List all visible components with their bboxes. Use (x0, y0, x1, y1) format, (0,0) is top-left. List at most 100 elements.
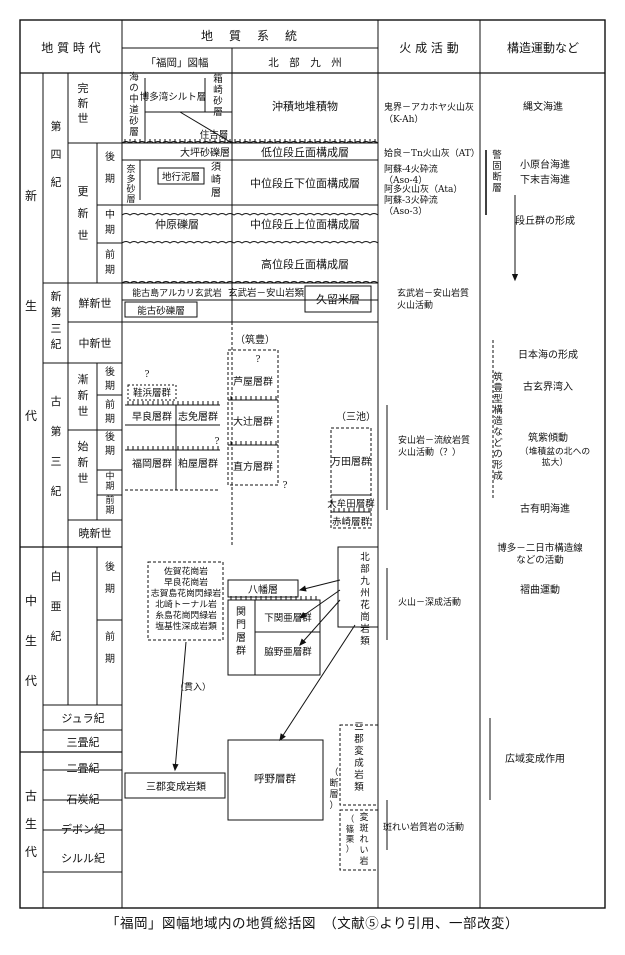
arrow-intrusion-wakino-head (299, 638, 307, 646)
epoch-pliocene: 鮮新世 (79, 296, 112, 310)
arrow-intrusion-yobuno-head (279, 733, 286, 742)
period-quaternary: 第四紀 (51, 119, 62, 189)
epoch-holocene: 完新世 (78, 81, 89, 125)
arrow-intrusion-shimonoseki (299, 589, 341, 619)
question-mark: ? (256, 355, 261, 365)
unit-mid-upper: 中位段丘上位面構成層 (250, 217, 360, 231)
unit-box-kyushu-granite (337, 546, 379, 628)
unit-akasaki: 赤崎層群 (332, 516, 371, 528)
period-jurassic: ジュラ紀 (61, 712, 104, 725)
unit-box-sasebo (127, 384, 177, 401)
era-paleozoic: 古生代 (25, 788, 37, 859)
unit-miike-label: （三池） (336, 410, 376, 423)
header-era: 地 質 時 代 (41, 40, 100, 55)
tectonic-chikushi-sub: （堆積盆の北への拡大） (520, 445, 590, 468)
epoch-early: 前期 (105, 630, 115, 665)
epoch-early: 前期 (105, 398, 115, 425)
unit-nakabaru: 仲原礫層 (155, 217, 199, 231)
header-fukuoka: 「福岡」図幅 (146, 56, 209, 69)
unit-sangun-meta: 三郡変成岩類 (354, 722, 364, 793)
header-igneous: 火 成 活 動 (399, 41, 458, 55)
epoch-late: 後期 (105, 365, 115, 392)
unit-yobuno: 呼野層群 (254, 772, 296, 785)
intrusion-label: （貫入） (175, 682, 211, 693)
tectonic-shimosue: 下末吉海進 (520, 173, 570, 186)
unit-box-sangun (124, 772, 226, 799)
tectonic-jomon: 縄文海進 (523, 100, 563, 113)
unit-sangun-rocks: 三郡変成岩類 (146, 780, 206, 793)
era-cenozoic: 新生代 (25, 188, 37, 423)
igneous-aso3: 阿蘇-3火砕流（Aso-3） (384, 194, 438, 217)
period-triassic: 三畳紀 (67, 736, 100, 749)
unit-shime: 志免層群 (178, 410, 218, 423)
unit-genbu-andesite: 玄武岩－安山岩類 (228, 287, 305, 299)
arrow-intrusion-shimonoseki-head (298, 612, 307, 619)
unit-box-kanmon (227, 599, 321, 676)
igneous-gabbro: 斑れい岩質岩の活動 (383, 821, 464, 833)
unit-kanmon: 関門層群 (236, 606, 246, 657)
unit-nata: 奈多砂層 (126, 163, 135, 205)
period-carboniferous: 石炭紀 (67, 793, 100, 806)
unit-box-yahata (227, 579, 299, 598)
arrow-intrusion-yobuno (279, 624, 356, 741)
tectonic-keigo-fault: 警固断層 (492, 149, 502, 194)
unit-sasaguri: （篠栗） (346, 814, 355, 855)
unit-box-sangun-meta (339, 724, 379, 806)
unit-manda: 万田層群 (331, 455, 371, 468)
epoch-late: 後期 (105, 150, 115, 185)
figure-caption: 「福岡」図幅地域内の地質総括図 （文献⑤より引用、一部改変） (106, 916, 519, 932)
unit-nokonoshima-gravel: 能古砂礫層 (137, 305, 185, 317)
arrow-intrusion-wakino (299, 599, 341, 646)
epoch-late: 後期 (105, 560, 115, 595)
period-permian: 二畳紀 (67, 762, 100, 775)
unit-sawara: 早良層群 (132, 410, 172, 423)
unit-nokonoshima-basalt: 能古島アルカリ玄武岩 (132, 287, 222, 299)
tectonic-obara: 小原台海進 (520, 158, 570, 171)
epoch-early: 前期 (105, 494, 114, 516)
tectonic-chikuho-struct: 筑豊型構造などの形成 (493, 371, 503, 482)
unit-box-serpentinite (339, 809, 379, 871)
unit-fukuoka-group: 福岡層群 (132, 457, 172, 470)
question-mark: ? (283, 481, 288, 491)
unit-serpentinite: 変斑れい岩 (359, 811, 368, 867)
outer-frame (19, 19, 606, 909)
unconformity-mid (121, 213, 379, 216)
tectonic-terrace: 段丘群の形成 (515, 214, 575, 227)
igneous-aira: 姶良－Tn火山灰（AT） (384, 147, 480, 159)
epoch-paleocene: 暁新世 (79, 526, 112, 540)
igneous-basalt: 玄武岩－安山岩質火山活動 (397, 287, 469, 311)
tectonic-hakata-line: 博多－二日市構造線などの活動 (497, 542, 583, 566)
fault-label: （断層） (329, 767, 338, 811)
unit-wakino: 脇野亜層群 (264, 646, 312, 658)
unit-sasebo: 鞋浜層群 (133, 387, 172, 399)
unit-kurume: 久留米層 (316, 293, 360, 306)
period-devonian: デボン紀 (61, 822, 105, 836)
header-kitakyushu: 北 部 九 州 (268, 56, 342, 69)
unit-shimonoseki: 下関亜層群 (264, 612, 312, 624)
unit-ashiya: 芦屋層群 (233, 375, 273, 388)
unit-box-granite-fuk (147, 561, 224, 641)
unit-otsuji: 大辻層群 (233, 415, 273, 428)
unit-high-terrace: 高位段丘面構成層 (261, 257, 349, 271)
header-tectonic: 構造運動など (507, 41, 579, 55)
tectonic-chikushi: 筑紫傾動 (528, 431, 568, 444)
igneous-plutonic: 火山－深成活動 (398, 596, 461, 608)
unit-omuta: 大牟田層群 (327, 498, 375, 510)
arrow-intrusion-sangun (174, 641, 187, 771)
unconformity-neogene (121, 281, 379, 284)
tectonic-regional-meta: 広域変成作用 (505, 752, 565, 765)
unit-box-nokonoshima (124, 301, 198, 318)
epoch-oligocene: 漸新世 (78, 373, 89, 418)
period-neogene: 新第三紀 (51, 289, 62, 351)
epoch-middle: 中期 (105, 208, 115, 236)
unit-box-chigyo (157, 167, 205, 185)
period-cretaceous: 白亜紀 (51, 569, 62, 643)
tectonic-ariake: 古有明海進 (520, 502, 570, 515)
unit-granite-fukuoka: 佐賀花崗岩早良花崗岩志賀島花崗閃緑岩北崎トーナル岩糸島花崗閃緑岩塩基性深成岩類 (151, 565, 222, 632)
era-mesozoic: 中生代 (25, 593, 37, 688)
unit-umi-naka: 海の中道砂層 (129, 71, 139, 138)
unit-chikuho-label: （筑豊） (235, 333, 275, 346)
unconformity-low (121, 241, 379, 244)
tectonic-genkai: 古玄界湾入 (523, 380, 573, 393)
